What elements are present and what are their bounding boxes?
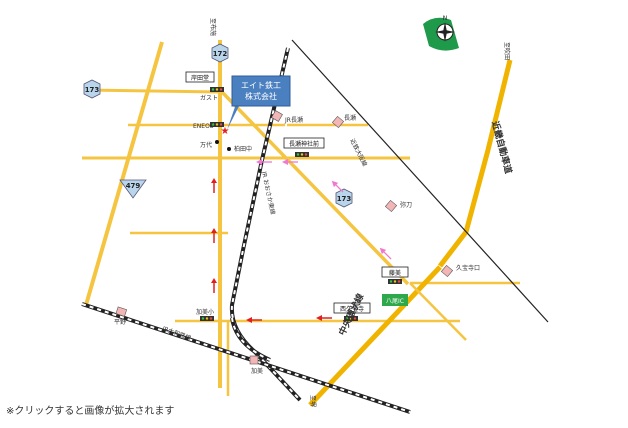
svg-text:岸田堂: 岸田堂 (191, 74, 209, 82)
rail-kintetsu-osaka (291, 39, 549, 323)
svg-text:長瀬: 長瀬 (344, 114, 356, 122)
company-star: ★ (221, 126, 230, 137)
svg-text:近畿自動車道: 近畿自動車道 (489, 120, 515, 175)
svg-text:至吹田: 至吹田 (503, 42, 511, 60)
station-icon (115, 306, 128, 317)
svg-text:至布施: 至布施 (209, 18, 217, 36)
route-shield-icon (119, 179, 147, 199)
svg-text:加美: 加美 (251, 367, 263, 375)
svg-text:ENEOS: ENEOS (193, 123, 214, 130)
svg-text:173: 173 (85, 86, 100, 94)
svg-text:173: 173 (337, 195, 352, 203)
station-icon (440, 264, 454, 278)
svg-text:平野: 平野 (114, 318, 126, 326)
svg-text:久宝寺口: 久宝寺口 (456, 264, 480, 272)
roads (82, 40, 520, 407)
road-kinki-expressway (438, 59, 513, 268)
footnote: ※クリックすると画像が拡大されます (6, 406, 175, 417)
route-shield-icon (211, 43, 229, 63)
svg-text:近鉄大阪線: 近鉄大阪線 (348, 137, 369, 167)
station-icon (271, 110, 283, 122)
road-173-diag (220, 90, 410, 286)
svg-text:479: 479 (126, 182, 141, 190)
svg-text:藤美: 藤美 (389, 269, 401, 277)
svg-text:172: 172 (213, 50, 228, 58)
svg-text:至堺: 至堺 (309, 395, 317, 407)
station-icon (331, 115, 345, 129)
station-icon (384, 199, 398, 213)
station-icon (249, 355, 259, 365)
map-labels: ガスト ENEOS 万代 柏田中 JR長瀬 長瀬 弥刀 久宝寺口 加美小 平野 … (114, 18, 515, 407)
svg-text:株式会社: 株式会社 (245, 91, 277, 101)
mandai-dot (215, 140, 219, 144)
svg-text:JR長瀬: JR長瀬 (284, 116, 303, 124)
road-173-west (84, 88, 221, 94)
svg-text:弥刀: 弥刀 (400, 201, 412, 209)
svg-text:八尾IC: 八尾IC (386, 298, 404, 305)
svg-text:JR大和路線: JR大和路線 (160, 324, 192, 342)
route-arrows-red (211, 178, 332, 323)
svg-text:西久宝寺: 西久宝寺 (340, 305, 364, 313)
svg-text:ガスト: ガスト (200, 94, 218, 102)
road-ew-6 (409, 282, 467, 341)
route-shield-icon (83, 79, 101, 99)
svg-text:長瀬神社前: 長瀬神社前 (289, 140, 319, 148)
traffic-signals (200, 87, 402, 321)
svg-text:中央環状線: 中央環状線 (336, 292, 367, 338)
route-shields: 172 173 479 173 (83, 43, 353, 208)
svg-text:万代: 万代 (200, 141, 212, 149)
svg-text:N: N (443, 15, 448, 22)
svg-text:JR おおさか東線: JR おおさか東線 (260, 170, 277, 216)
hirata-naka-dot (227, 147, 231, 151)
company-callout[interactable]: エイト鉄工 株式会社 (227, 75, 291, 130)
route-shield-icon (335, 188, 353, 208)
compass-icon: N (423, 15, 459, 51)
label-boxes: 岸田堂 長瀬神社前 藤美 西久宝寺 八尾IC (185, 71, 409, 314)
svg-text:加美小: 加美小 (196, 308, 214, 316)
road-479 (84, 41, 164, 306)
railways (81, 39, 549, 414)
svg-text:エイト鉄工: エイト鉄工 (241, 80, 281, 90)
stations (115, 110, 454, 365)
svg-text:柏田中: 柏田中 (234, 145, 252, 153)
